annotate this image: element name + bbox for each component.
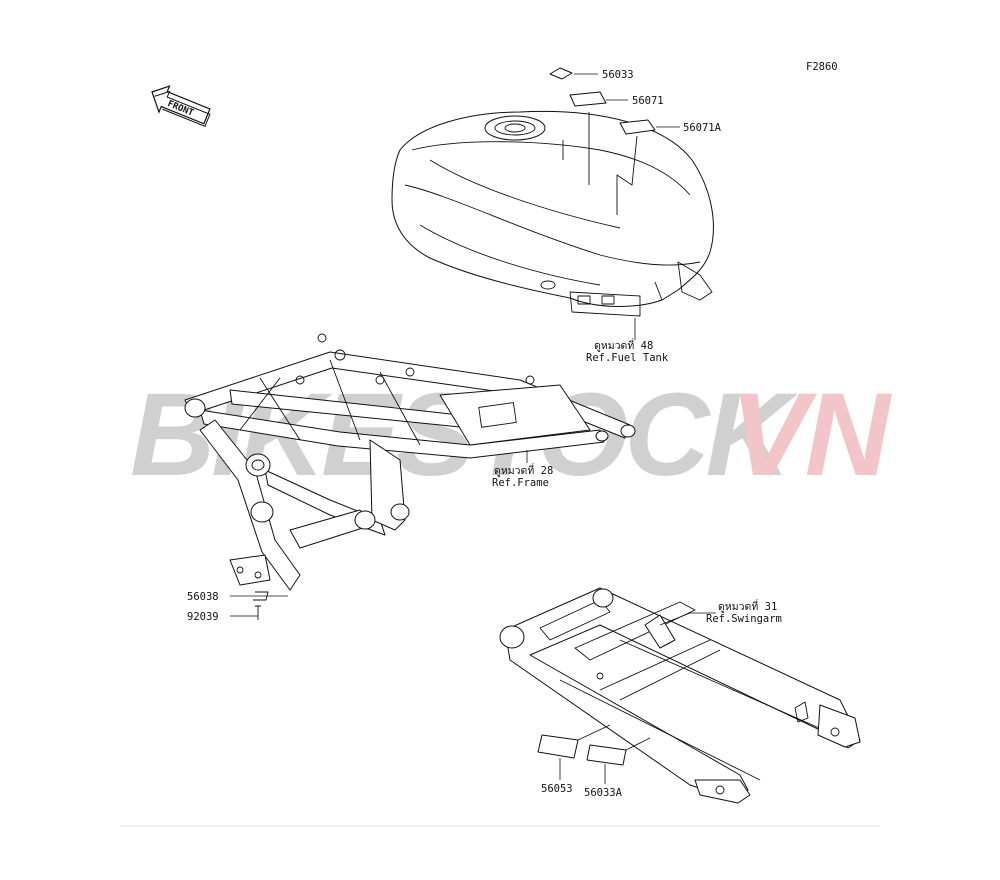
part-number-92039: 92039 — [187, 611, 219, 623]
ref-frame-line1: ดูหมวดที่ 28 — [494, 463, 553, 477]
ref-fuel-tank-line2: Ref.Fuel Tank — [586, 352, 669, 364]
fuel-tank — [391, 110, 714, 317]
decal-56038: 56038 — [187, 591, 288, 603]
figure-code: F2860 — [806, 61, 838, 73]
ref-swingarm: ดูหมวดที่ 31 Ref.Swingarm — [659, 599, 782, 626]
part-number-56033: 56033 — [602, 69, 634, 81]
ref-frame: ดูหมวดที่ 28 Ref.Frame — [492, 450, 553, 489]
swingarm — [499, 587, 861, 804]
ref-fuel-tank: ดูหมวดที่ 48 Ref.Fuel Tank — [586, 318, 669, 364]
decal-56033A: 56033A — [584, 737, 651, 799]
decal-56053: 56053 — [537, 724, 611, 795]
part-number-56071A: 56071A — [683, 122, 722, 134]
decal-56071A: 56071A — [619, 119, 722, 135]
ref-fuel-tank-line1: ดูหมวดที่ 48 — [594, 338, 653, 352]
frame — [184, 333, 636, 591]
watermark-right-text: VN — [730, 369, 893, 501]
part-number-56053: 56053 — [541, 783, 573, 795]
ref-frame-line2: Ref.Frame — [492, 477, 549, 489]
decal-56071: 56071 — [569, 91, 664, 107]
ref-swingarm-line2: Ref.Swingarm — [706, 613, 782, 625]
front-arrow-icon: FRONT — [151, 85, 211, 128]
part-number-56033A: 56033A — [584, 787, 623, 799]
rivet-92039: 92039 — [187, 605, 261, 623]
part-number-56071: 56071 — [632, 95, 664, 107]
part-number-56038: 56038 — [187, 591, 219, 603]
ref-swingarm-line1: ดูหมวดที่ 31 — [718, 599, 777, 613]
decal-56033: 56033 — [549, 67, 634, 81]
